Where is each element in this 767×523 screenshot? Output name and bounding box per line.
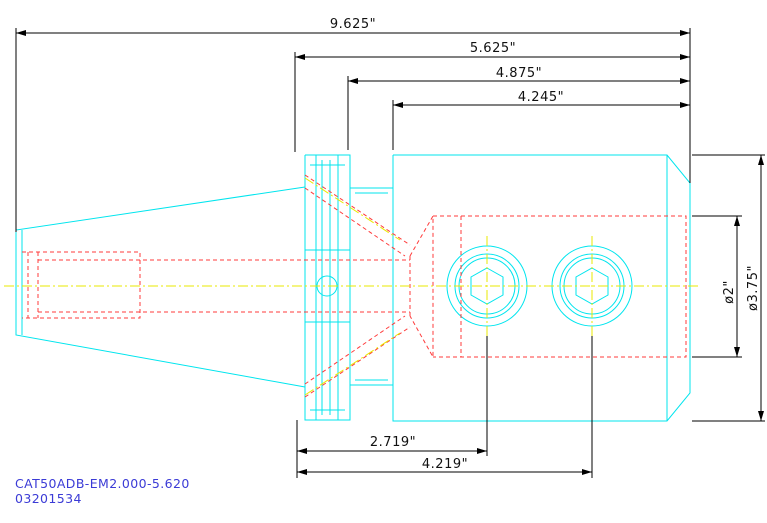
drawing-number: 03201534 <box>15 491 82 506</box>
overall-length-label: 9.625" <box>330 17 376 32</box>
flange <box>304 154 394 421</box>
dim-flange-to-end: 5.625" <box>295 41 690 60</box>
dimensions: 9.625" 5.625" 4.875" 4.245" 2.719" <box>15 17 765 478</box>
body-length-label: 4.245" <box>518 90 564 105</box>
dim-flange-to-screw-2: 4.219" <box>297 457 592 475</box>
dim-groove-to-end: 4.875" <box>348 66 690 84</box>
flange-to-screw-2-label: 4.219" <box>422 457 468 472</box>
title-block: CAT50ADB-EM2.000-5.620 03201534 <box>15 476 190 506</box>
part-number: CAT50ADB-EM2.000-5.620 <box>15 476 190 491</box>
flange-to-screw-1-label: 2.719" <box>370 435 416 450</box>
dim-body-length: 4.245" <box>393 90 690 108</box>
bore-diameter-label: ø2" <box>722 280 737 304</box>
flange-to-end-label: 5.625" <box>470 41 516 56</box>
dim-body-diameter: ø3.75" <box>746 155 764 421</box>
dim-flange-to-screw-1: 2.719" <box>297 435 487 454</box>
centerlines <box>4 177 700 396</box>
body-diameter-label: ø3.75" <box>746 265 761 311</box>
groove-to-end-label: 4.875" <box>496 66 542 81</box>
dim-bore-diameter: ø2" <box>722 216 740 357</box>
holder-body <box>392 154 691 422</box>
taper-shank <box>15 186 306 388</box>
hidden-lines <box>22 174 687 398</box>
dim-overall-length: 9.625" <box>16 17 690 36</box>
